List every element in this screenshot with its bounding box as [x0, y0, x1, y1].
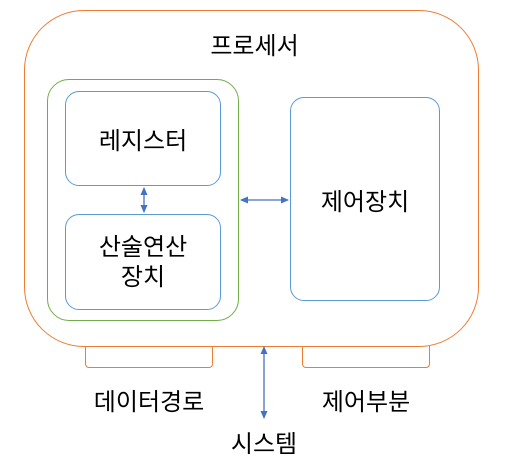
register-box: 레지스터 [65, 91, 221, 186]
control-section-label: 제어부분 [321, 388, 411, 416]
alu-label-line1: 산술연산 [98, 233, 188, 261]
system-label: 시스템 [230, 430, 298, 458]
alu-box: 산술연산 장치 [65, 214, 221, 310]
processor-title: 프로세서 [210, 32, 299, 60]
datapath-tab [85, 346, 213, 368]
alu-label-line2: 장치 [120, 263, 166, 291]
control-section-tab [302, 346, 430, 368]
datapath-label: 데이터경로 [93, 388, 205, 416]
register-label: 레지스터 [98, 127, 188, 155]
control-unit-box: 제어장치 [290, 97, 440, 301]
control-unit-label: 제어장치 [320, 187, 410, 216]
